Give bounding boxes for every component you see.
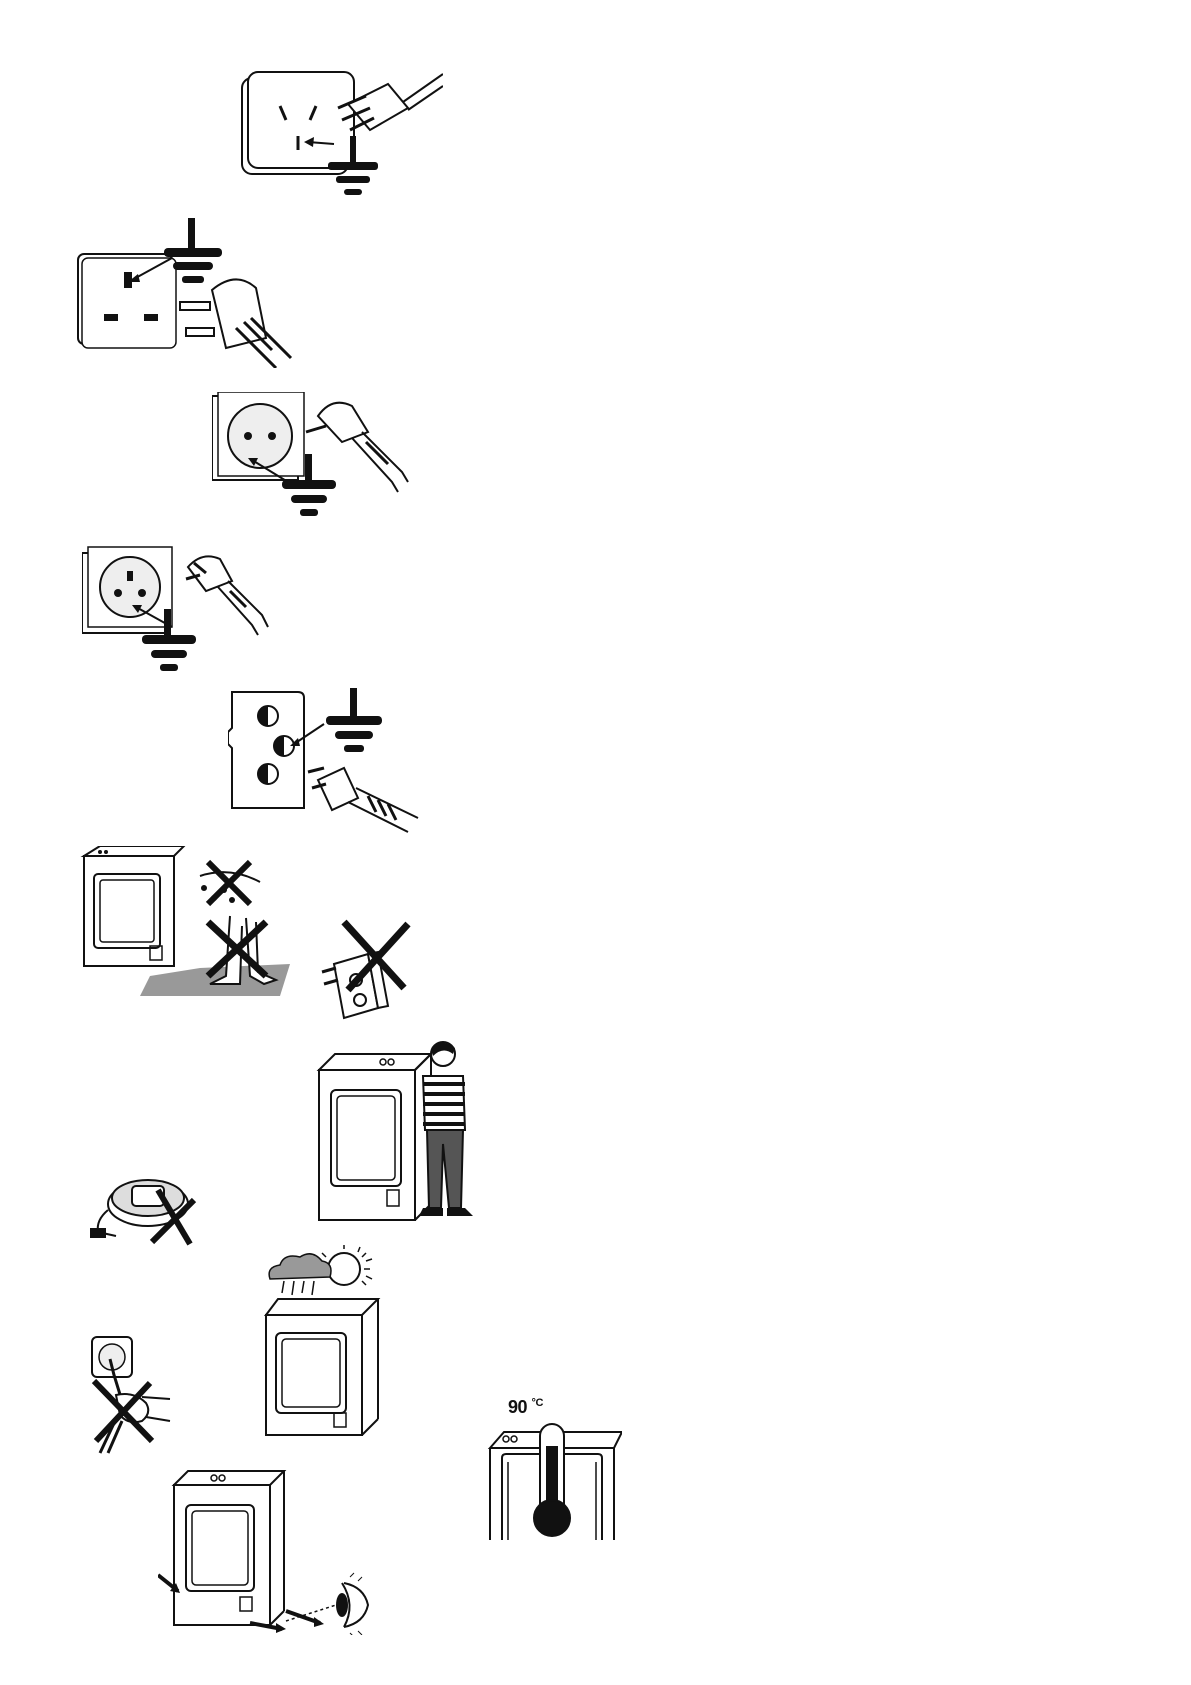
person-beside-washer-illustration bbox=[315, 1040, 475, 1230]
washer-inspection-illustration bbox=[158, 1465, 378, 1635]
temperature-unit: °C bbox=[532, 1397, 543, 1409]
multi-adapter-warning-illustration bbox=[318, 918, 418, 1028]
indian-socket-illustration bbox=[228, 688, 428, 838]
uk-socket-illustration bbox=[76, 218, 296, 368]
schuko-socket-illustration bbox=[212, 392, 412, 532]
temperature-label: 90 °C bbox=[508, 1397, 543, 1418]
pull-cord-warning-illustration bbox=[86, 1335, 176, 1455]
french-socket-illustration bbox=[82, 545, 282, 685]
extension-reel-warning-illustration bbox=[86, 1160, 206, 1250]
hot-temperature-illustration bbox=[486, 1418, 622, 1540]
wet-floor-warning-illustration bbox=[80, 846, 295, 1006]
australian-socket-illustration bbox=[238, 64, 443, 214]
outdoor-install-warning-illustration bbox=[262, 1245, 427, 1440]
temperature-value: 90 bbox=[508, 1397, 527, 1417]
